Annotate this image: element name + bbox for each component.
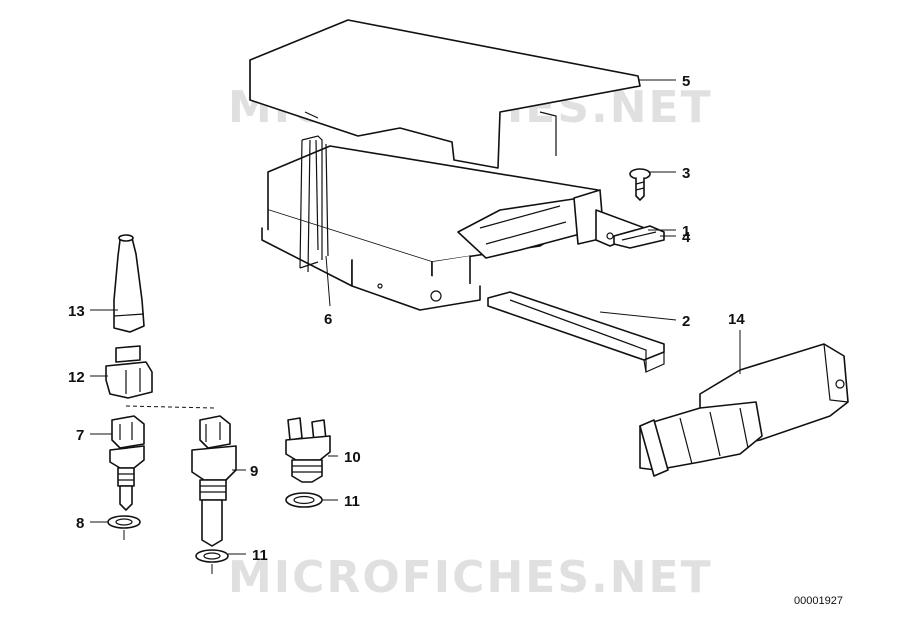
callout-6: 6 [324, 311, 332, 328]
part-1-control-unit[interactable] [261, 145, 651, 311]
callout-11-lower: 11 [252, 547, 268, 564]
part-8-gasket[interactable] [107, 515, 141, 540]
callout-14: 14 [728, 311, 745, 328]
callout-3: 3 [682, 165, 690, 182]
callout-2: 2 [682, 313, 690, 330]
part-4-clip[interactable] [613, 225, 665, 249]
callout-13: 13 [68, 303, 85, 320]
callout-4: 4 [682, 229, 691, 246]
diagram-code: 00001927 [794, 595, 843, 607]
part-11-gasket-upper[interactable] [285, 492, 323, 508]
part-7-temperature-sensor[interactable] [109, 415, 145, 511]
part-2-rail[interactable] [487, 291, 665, 373]
link-dashed-line [125, 405, 215, 409]
part-11-gasket-lower[interactable] [195, 549, 229, 574]
callout-9: 9 [250, 463, 258, 480]
part-13-rubber-boot[interactable] [113, 234, 145, 333]
part-12-plug[interactable] [105, 345, 153, 399]
part-3-screw[interactable] [629, 168, 651, 201]
callout-10: 10 [344, 449, 361, 466]
part-9-sensor[interactable] [191, 415, 237, 547]
callout-7: 7 [76, 427, 84, 444]
callout-12: 12 [68, 369, 85, 386]
leader-lines [90, 79, 741, 555]
callout-11-upper: 11 [344, 493, 360, 510]
part-5-cover[interactable] [249, 19, 641, 169]
callout-5: 5 [682, 73, 690, 90]
callout-1: 1 [682, 223, 690, 240]
watermark-bottom: MICROFICHES.NET [228, 552, 713, 603]
part-14-connector-housing[interactable] [639, 343, 849, 477]
part-6-wire-bracket[interactable] [299, 135, 329, 273]
callout-8: 8 [76, 515, 84, 532]
part-10-temperature-switch[interactable] [285, 417, 331, 483]
